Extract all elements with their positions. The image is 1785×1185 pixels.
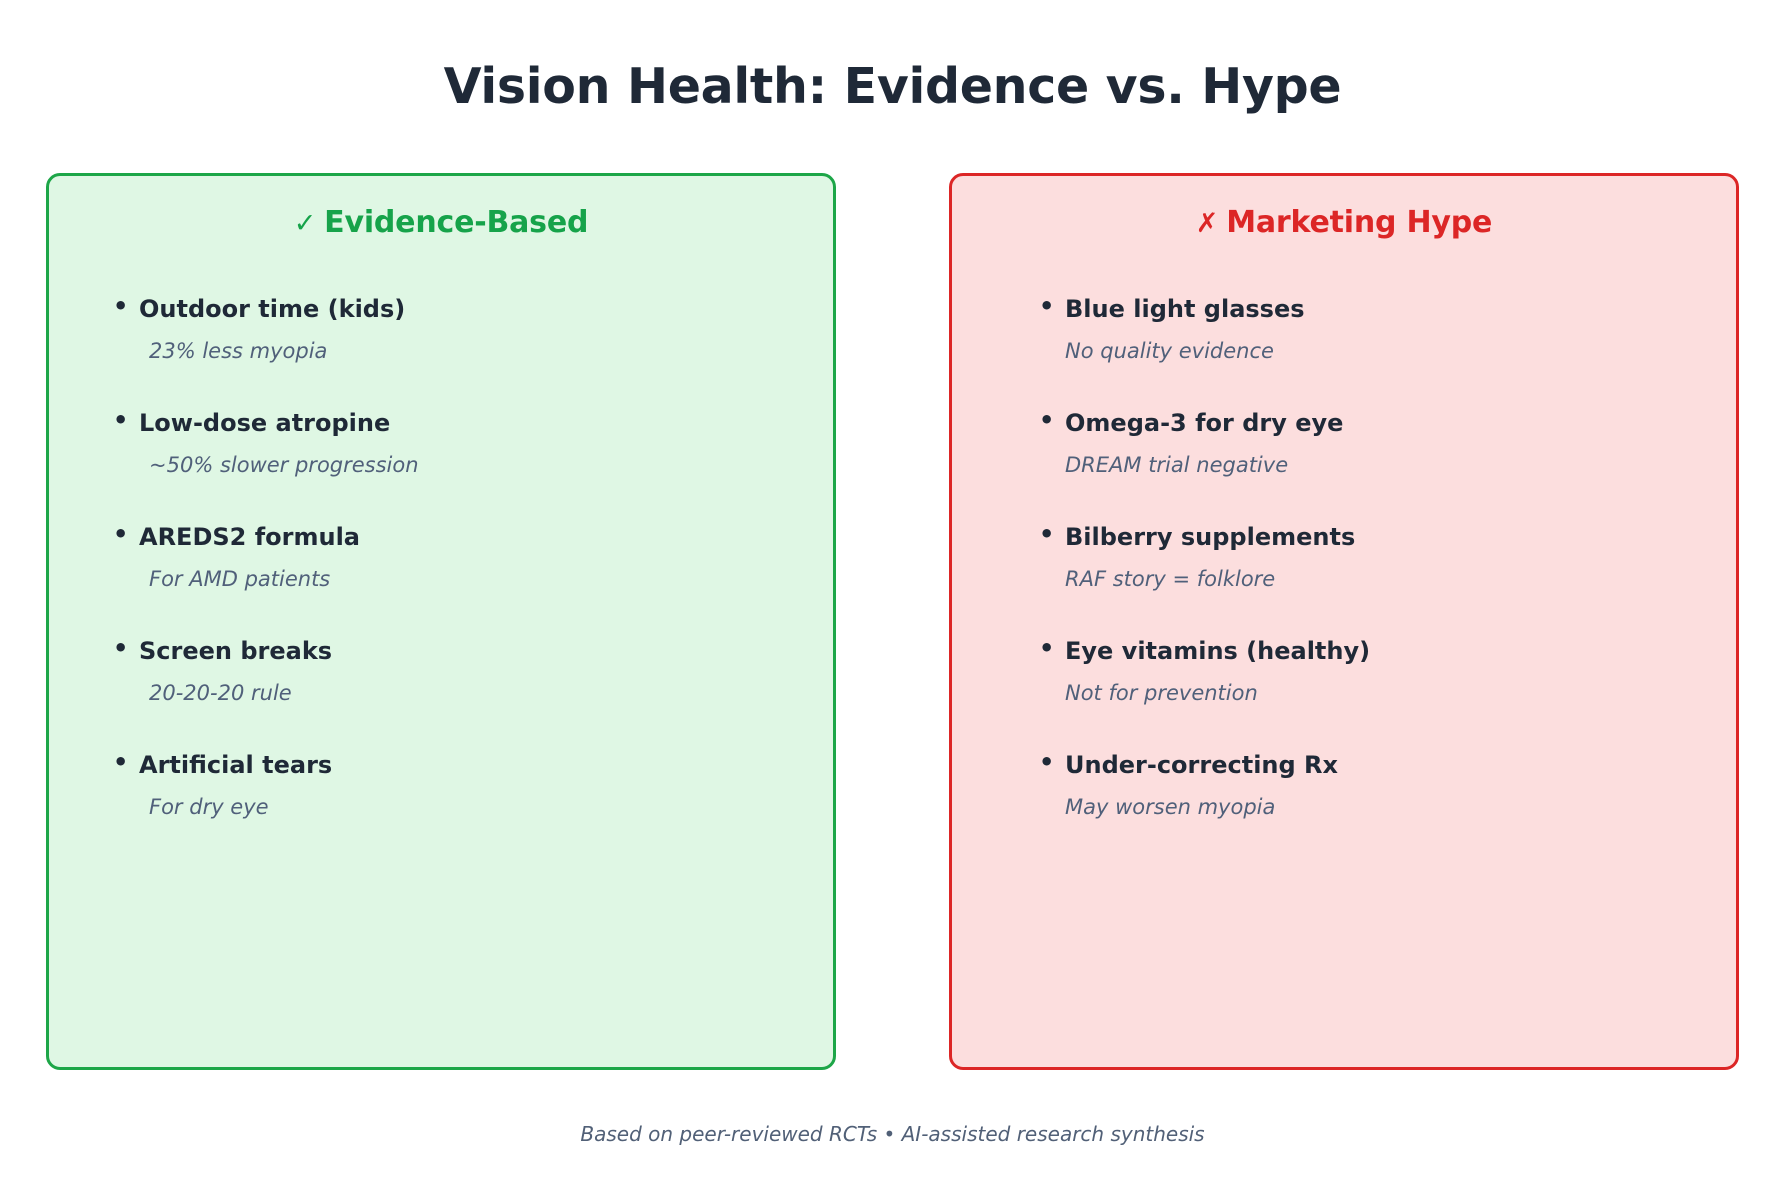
item-detail: May worsen myopia bbox=[1065, 795, 1276, 819]
item-title-label: Low-dose atropine bbox=[139, 409, 391, 437]
item-title-label: Bilberry supplements bbox=[1065, 523, 1356, 551]
bullet-icon: • bbox=[1039, 406, 1055, 434]
item-title-label: Blue light glasses bbox=[1065, 295, 1305, 323]
item-detail: Not for prevention bbox=[1065, 681, 1258, 705]
item-title: • Outdoor time (kids) bbox=[113, 292, 833, 323]
hype-panel-header: ✗Marketing Hype bbox=[952, 205, 1736, 240]
bullet-icon: • bbox=[1039, 520, 1055, 548]
bullet-icon: • bbox=[113, 520, 129, 548]
bullet-icon: • bbox=[113, 406, 129, 434]
item-title: • Omega-3 for dry eye bbox=[1039, 406, 1736, 437]
bullet-icon: • bbox=[1039, 634, 1055, 662]
item-title: • Low-dose atropine bbox=[113, 406, 833, 437]
item-title: • Blue light glasses bbox=[1039, 292, 1736, 323]
item-detail: 23% less myopia bbox=[149, 339, 328, 363]
item-title: • Artificial tears bbox=[113, 748, 833, 779]
hype-item-list: •Blue light glasses No quality evidence … bbox=[952, 292, 1736, 819]
cross-icon: ✗ bbox=[1195, 208, 1219, 239]
item-title-label: Screen breaks bbox=[139, 637, 333, 665]
item-detail: DREAM trial negative bbox=[1065, 453, 1289, 477]
comparison-panels: ✓Evidence-Based • Outdoor time (kids) 23%… bbox=[46, 173, 1739, 1070]
item-title-label: Artificial tears bbox=[139, 751, 333, 779]
list-item: • Screen breaks 20-20-20 rule bbox=[113, 634, 833, 705]
item-title: • AREDS2 formula bbox=[113, 520, 833, 551]
bullet-icon: • bbox=[113, 292, 129, 320]
page-title: Vision Health: Evidence vs. Hype bbox=[443, 58, 1342, 115]
bullet-icon: • bbox=[1039, 292, 1055, 320]
bullet-icon: • bbox=[113, 634, 129, 662]
evidence-panel-heading-label: Evidence-Based bbox=[324, 205, 589, 240]
list-item: • Low-dose atropine ~50% slower progressi… bbox=[113, 406, 833, 477]
list-item: • Blue light glasses No quality evidence bbox=[1039, 292, 1736, 363]
list-item: • Artificial tears For dry eye bbox=[113, 748, 833, 819]
item-title: • Under-correcting Rx bbox=[1039, 748, 1736, 779]
list-item: • Outdoor time (kids) 23% less myopia bbox=[113, 292, 833, 363]
item-detail: 20-20-20 rule bbox=[149, 681, 292, 705]
item-title: • Eye vitamins (healthy) bbox=[1039, 634, 1736, 665]
list-item: • Under-correcting Rx May worsen myopia bbox=[1039, 748, 1736, 819]
item-detail: For dry eye bbox=[149, 795, 269, 819]
item-title-label: Omega-3 for dry eye bbox=[1065, 409, 1344, 437]
item-title: • Screen breaks bbox=[113, 634, 833, 665]
footer-note: Based on peer-reviewed RCTs • AI-assiste… bbox=[580, 1122, 1205, 1146]
evidence-item-list: • Outdoor time (kids) 23% less myopia • Lo… bbox=[49, 292, 833, 819]
evidence-panel-header: ✓Evidence-Based bbox=[49, 205, 833, 240]
item-title-label: AREDS2 formula bbox=[139, 523, 360, 551]
item-title-label: Outdoor time (kids) bbox=[139, 295, 406, 323]
bullet-icon: • bbox=[1039, 748, 1055, 776]
check-icon: ✓ bbox=[293, 208, 317, 239]
item-detail: ~50% slower progression bbox=[149, 453, 419, 477]
item-title-label: Under-correcting Rx bbox=[1065, 751, 1338, 779]
hype-panel-heading-label: Marketing Hype bbox=[1226, 205, 1493, 240]
list-item: • Omega-3 for dry eye DREAM trial negativ… bbox=[1039, 406, 1736, 477]
list-item: • AREDS2 formula For AMD patients bbox=[113, 520, 833, 591]
list-item: • Eye vitamins (healthy) Not for preventi… bbox=[1039, 634, 1736, 705]
evidence-panel: ✓Evidence-Based • Outdoor time (kids) 23%… bbox=[46, 173, 836, 1070]
hype-panel: ✗Marketing Hype • Blue light glasses No q… bbox=[949, 173, 1739, 1070]
bullet-icon: • bbox=[113, 748, 129, 776]
item-title: • Bilberry supplements bbox=[1039, 520, 1736, 551]
item-detail: RAF story = folklore bbox=[1065, 567, 1276, 591]
list-item: • Bilberry supplements RAF story = folklo… bbox=[1039, 520, 1736, 591]
item-title-label: Eye vitamins (healthy) bbox=[1065, 637, 1371, 665]
item-detail: For AMD patients bbox=[149, 567, 331, 591]
item-detail: No quality evidence bbox=[1065, 339, 1274, 363]
